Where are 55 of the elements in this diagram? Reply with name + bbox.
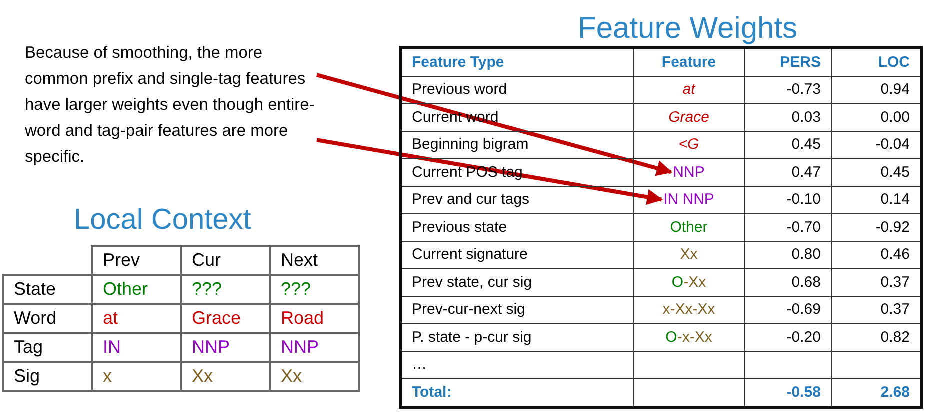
context-value: x — [92, 362, 181, 391]
weight-value: -0.10 — [744, 186, 832, 214]
feature-type: Prev-cur-next sig — [400, 296, 634, 324]
weight-value: -0.69 — [744, 296, 832, 324]
heading: Feature Weights — [578, 12, 798, 46]
weight-value: -0.20 — [744, 324, 832, 351]
arrow — [316, 138, 664, 206]
context-value: Xx — [270, 362, 359, 391]
weight-value: 0.03 — [744, 104, 832, 131]
column-header: Prev — [92, 246, 181, 275]
row-label: Tag — [3, 333, 92, 362]
context-value: Road — [270, 304, 359, 333]
feature-type: P. state - p-cur sig — [400, 324, 634, 351]
context-value: Xx — [181, 362, 270, 391]
arrow — [316, 73, 673, 176]
feature-value: O-x-Xx — [634, 324, 744, 351]
weight-value: 0.45 — [744, 131, 832, 158]
context-value: IN — [92, 333, 181, 362]
column-header: PERS — [744, 48, 832, 76]
feature-type: Prev and cur tags — [400, 186, 634, 214]
feature-value: x-Xx-Xx — [634, 296, 744, 324]
feature-value: at — [634, 76, 744, 104]
weight-value: -0.70 — [744, 214, 832, 241]
column-header: Feature Type — [400, 48, 634, 76]
feature-value: NNP — [673, 164, 705, 181]
column-header: Cur — [181, 246, 270, 275]
feature-value: Other — [634, 214, 744, 241]
context-value: NNP — [181, 333, 270, 362]
feature-type: Current signature — [400, 241, 634, 268]
context-value: ??? — [270, 275, 359, 304]
row-label: Sig — [3, 362, 92, 391]
feature-value: <G — [634, 131, 744, 158]
context-value: Grace — [181, 304, 270, 333]
weight-value: 0.68 — [744, 268, 832, 296]
feature-value: O-Xx — [634, 268, 744, 296]
context-value: at — [92, 304, 181, 333]
weight-value: 0.47 — [744, 158, 832, 186]
row-label: State — [3, 275, 92, 304]
feature-type: Previous word — [400, 76, 634, 104]
feature-value: Grace — [634, 104, 744, 131]
feature-type: Prev state, cur sig — [400, 268, 634, 296]
feature-value: Xx — [634, 241, 744, 268]
column-header: Next — [270, 246, 359, 275]
feature-type: … — [400, 351, 634, 378]
annotation-text: Because of smoothing, the more common prefix and single-tag features have larger weights even though entire-word and tag-pair features are more specific. — [25, 40, 317, 170]
context-value: ??? — [181, 275, 270, 304]
context-value: Other — [92, 275, 181, 304]
row-label: Word — [3, 304, 92, 333]
feature-type: Previous state — [400, 214, 634, 241]
weight-value: 0.80 — [744, 241, 832, 268]
heading: Local Context — [74, 204, 252, 237]
context-value: NNP — [270, 333, 359, 362]
feature-type: Beginning bigram — [400, 131, 634, 158]
column-header: Feature — [634, 48, 744, 76]
weight-value: -0.73 — [744, 76, 832, 104]
